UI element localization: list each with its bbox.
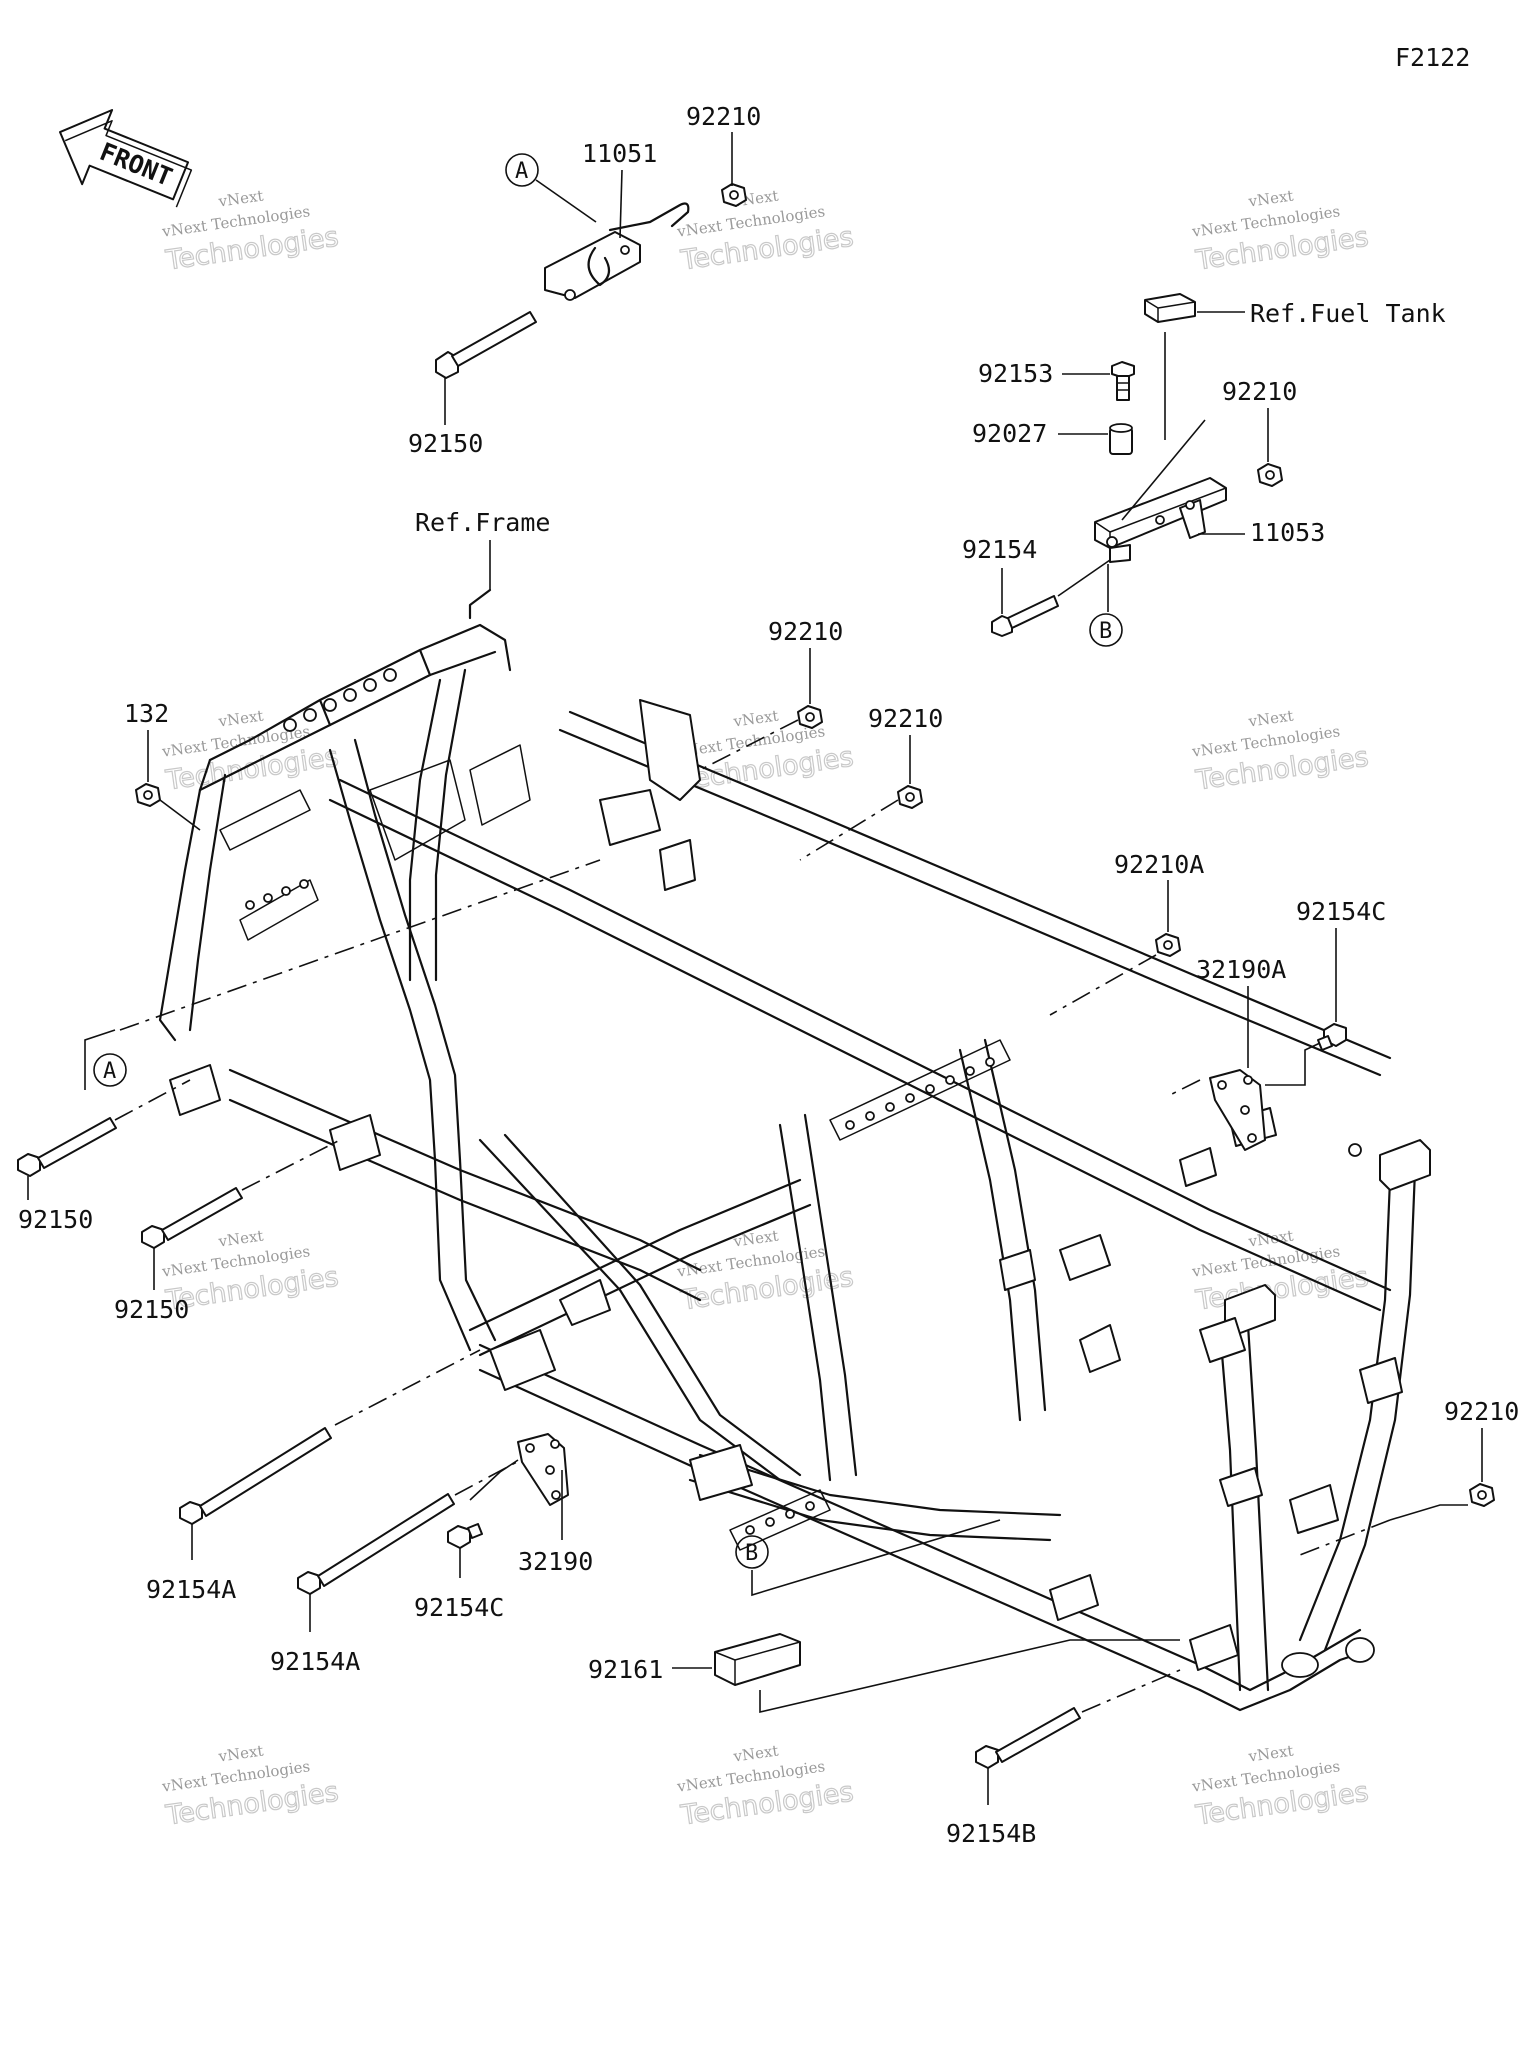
part-92210-lower-right: 92210 bbox=[1444, 1397, 1519, 1426]
pad-92161 bbox=[714, 1633, 801, 1686]
bolt-92150-top bbox=[435, 311, 537, 379]
nut-92210A bbox=[1155, 933, 1181, 957]
atv-frame bbox=[158, 623, 1431, 1712]
watermark: vNext vNext Technologies Technologies bbox=[160, 1742, 341, 1833]
bolt-92154 bbox=[991, 595, 1059, 637]
watermark: vNext vNext Technologies Technologies bbox=[160, 187, 341, 278]
ref-fuel-tank: Ref.Fuel Tank bbox=[1250, 299, 1446, 328]
svg-text:vNext: vNext bbox=[1246, 187, 1294, 211]
nut-92210-lower-right bbox=[1469, 1483, 1495, 1507]
nut-92210-mid1 bbox=[797, 705, 823, 729]
bracket-11051 bbox=[544, 202, 690, 301]
callout-b-bottom-label: B bbox=[745, 1541, 758, 1566]
figure-code: F2122 bbox=[1395, 43, 1470, 72]
part-92150-top: 92150 bbox=[408, 429, 483, 458]
svg-text:vNext: vNext bbox=[216, 1742, 264, 1766]
part-92153: 92153 bbox=[978, 359, 1053, 388]
watermarks: vNext vNext Technologies Technologies vN… bbox=[160, 187, 1371, 1833]
bolt-92154B bbox=[975, 1707, 1081, 1769]
callout-b-bottom bbox=[735, 1535, 769, 1569]
bolt-92154C-bottom bbox=[447, 1523, 483, 1549]
svg-text:vNext: vNext bbox=[731, 1227, 779, 1251]
fuel-tank-pad bbox=[1144, 293, 1196, 323]
bolt-92150-left1 bbox=[17, 1117, 117, 1177]
part-32190: 32190 bbox=[518, 1547, 593, 1576]
part-92150-left2: 92150 bbox=[114, 1295, 189, 1324]
part-92210A: 92210A bbox=[1114, 850, 1204, 879]
plate-32190 bbox=[517, 1433, 569, 1506]
part-11053: 11053 bbox=[1250, 518, 1325, 547]
part-11051: 11051 bbox=[582, 139, 657, 168]
svg-text:vNext: vNext bbox=[731, 707, 779, 731]
watermark: vNext vNext Technologies Technologies bbox=[675, 187, 856, 278]
bolt-132 bbox=[135, 783, 161, 807]
part-92154C-bottom: 92154C bbox=[414, 1593, 504, 1622]
bracket-11053 bbox=[1094, 477, 1227, 563]
watermark: vNext vNext Technologies Technologies bbox=[1190, 707, 1371, 798]
svg-text:vNext: vNext bbox=[731, 1742, 779, 1766]
callout-b-right-label: B bbox=[1099, 619, 1112, 644]
svg-text:vNext: vNext bbox=[1246, 1742, 1294, 1766]
part-92210-right: 92210 bbox=[1222, 377, 1297, 406]
svg-text:vNext: vNext bbox=[216, 1227, 264, 1251]
bolt-92154A-2 bbox=[297, 1493, 455, 1595]
part-92154B: 92154B bbox=[946, 1819, 1036, 1848]
callout-a-left-label: A bbox=[103, 1059, 116, 1084]
part-132: 132 bbox=[124, 699, 169, 728]
part-92150-left1: 92150 bbox=[18, 1205, 93, 1234]
plate-32190A bbox=[1209, 1069, 1266, 1151]
callout-a-left bbox=[93, 1053, 127, 1087]
svg-text:vNext: vNext bbox=[216, 187, 264, 211]
ref-frame: Ref.Frame bbox=[415, 508, 550, 537]
watermark: vNext vNext Technologies Technologies bbox=[1190, 187, 1371, 278]
part-92027: 92027 bbox=[972, 419, 1047, 448]
part-92154A-1: 92154A bbox=[146, 1575, 236, 1604]
bolt-92154C-right bbox=[1317, 1023, 1347, 1051]
callout-a-top-label: A bbox=[515, 159, 528, 184]
watermark: vNext vNext Technologies Technologies bbox=[675, 1742, 856, 1833]
nut-92210-right bbox=[1257, 463, 1283, 487]
bolt-92154A-1 bbox=[179, 1427, 332, 1525]
frame-holes bbox=[245, 668, 1362, 1535]
collar-92027 bbox=[1109, 423, 1133, 455]
part-92154C-right: 92154C bbox=[1296, 897, 1386, 926]
watermark: vNext vNext Technologies Technologies bbox=[1190, 1227, 1371, 1318]
part-92210-top: 92210 bbox=[686, 102, 761, 131]
front-arrow-icon: FRONT bbox=[59, 108, 193, 208]
svg-text:vNext: vNext bbox=[216, 707, 264, 731]
part-32190A: 32190A bbox=[1196, 955, 1286, 984]
part-92210-mid2: 92210 bbox=[868, 704, 943, 733]
callout-b-right bbox=[1089, 613, 1123, 647]
part-92154: 92154 bbox=[962, 535, 1037, 564]
part-92210-mid1: 92210 bbox=[768, 617, 843, 646]
bolt-92150-left2 bbox=[141, 1187, 243, 1249]
callout-a-top bbox=[505, 153, 539, 187]
nut-92210-mid2 bbox=[897, 785, 923, 809]
part-92154A-2: 92154A bbox=[270, 1647, 360, 1676]
watermark: vNext vNext Technologies Technologies bbox=[1190, 1742, 1371, 1833]
bolt-92153 bbox=[1111, 361, 1135, 401]
nut-92210-top bbox=[721, 183, 747, 207]
part-92161: 92161 bbox=[588, 1655, 663, 1684]
svg-text:vNext: vNext bbox=[1246, 707, 1294, 731]
